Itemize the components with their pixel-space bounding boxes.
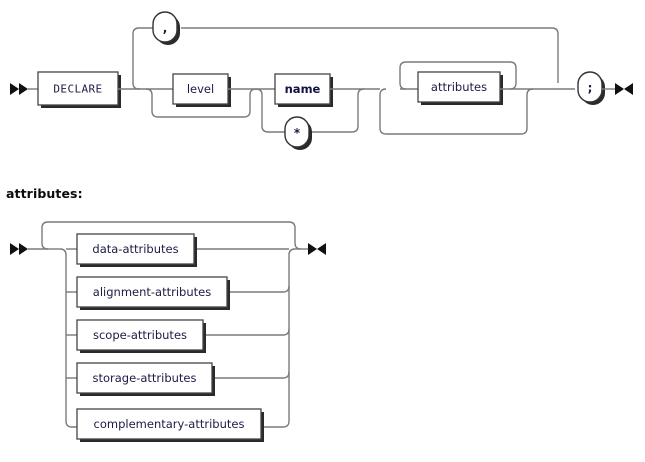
alternative-storage-attributes: storage-attributes — [76, 362, 215, 396]
alternative-data-attributes-label: data-attributes — [92, 242, 178, 256]
node-star-label: * — [294, 126, 301, 140]
attributes-branch-2-out — [203, 328, 290, 336]
node-declare: DECLARE — [37, 71, 121, 108]
diagram-attributes: data-attributes alignment-attributes sco… — [10, 221, 326, 442]
attributes-end-bowtie-icon — [308, 243, 326, 255]
node-name: name — [274, 73, 333, 107]
alternative-data-attributes: data-attributes — [76, 233, 197, 267]
node-name-label: name — [285, 82, 321, 96]
alternative-complementary-attributes: complementary-attributes — [76, 408, 264, 442]
alternative-complementary-attributes-label: complementary-attributes — [94, 417, 245, 431]
node-star: * — [284, 116, 312, 150]
alternative-storage-attributes-label: storage-attributes — [93, 371, 197, 385]
node-comma: , — [152, 11, 180, 45]
attributes-start-arrow-icon — [10, 243, 28, 255]
section-title-attributes: attributes: — [6, 186, 83, 201]
attributes-branch-1-out — [227, 285, 290, 293]
node-semicolon-label: ; — [588, 81, 593, 95]
alternative-alignment-attributes-label: alignment-attributes — [93, 285, 211, 299]
attributes-branch-3-out — [212, 371, 290, 379]
branch-to-star — [255, 88, 285, 133]
attributes-right-rail — [261, 248, 296, 428]
node-semicolon: ; — [577, 71, 605, 105]
attributes-repeat-arc — [41, 221, 302, 250]
node-comma-label: , — [163, 21, 168, 35]
node-level: level — [172, 73, 231, 107]
alternative-scope-attributes: scope-attributes — [76, 319, 206, 353]
repeat-loop-left-descent — [132, 27, 153, 90]
bypass-level — [145, 88, 257, 118]
branch-star-rejoin — [309, 88, 365, 133]
node-attributes: attributes — [417, 71, 503, 105]
node-attributes-label: attributes — [431, 80, 487, 94]
end-bowtie-icon — [615, 83, 633, 95]
repeat-loop-top-rail — [181, 27, 559, 83]
node-level-label: level — [187, 82, 214, 96]
alternative-scope-attributes-label: scope-attributes — [93, 328, 187, 342]
diagram-declare-statement: DECLARE , level — [10, 11, 633, 150]
attributes-left-rail — [59, 248, 77, 428]
repeat-arc-attributes — [399, 61, 517, 90]
alternative-alignment-attributes: alignment-attributes — [76, 276, 230, 310]
node-declare-label: DECLARE — [53, 83, 102, 96]
start-arrow-icon — [10, 83, 28, 95]
bypass-attributes — [379, 88, 534, 135]
